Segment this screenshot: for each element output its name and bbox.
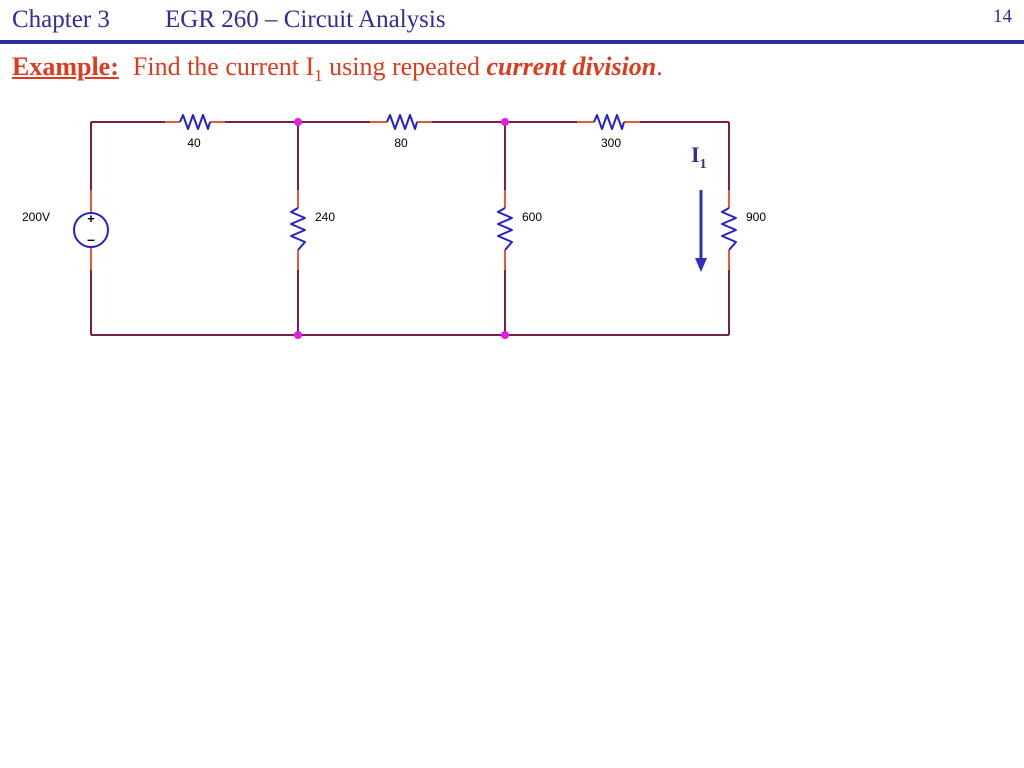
resistor-600 <box>497 207 513 251</box>
current-arrowhead <box>695 258 707 272</box>
course-title: EGR 260 – Circuit Analysis <box>165 6 446 33</box>
resistor-300 <box>593 114 625 130</box>
problem-statement: Example: Find the current I1 using repeat… <box>12 52 663 86</box>
resistor-80 <box>386 114 418 130</box>
resistor-240 <box>290 207 306 251</box>
header-divider <box>0 40 1024 44</box>
resistor-40 <box>179 114 211 130</box>
source-plus: + <box>87 211 95 226</box>
node <box>501 118 509 126</box>
problem-text-end: . <box>656 52 663 81</box>
nodes <box>294 118 509 339</box>
component-leads <box>90 121 730 270</box>
label-200v: 200V <box>22 210 50 224</box>
label-600: 600 <box>522 210 542 224</box>
node <box>294 118 302 126</box>
label-80: 80 <box>394 136 408 150</box>
label-40: 40 <box>187 136 201 150</box>
wires <box>90 121 730 336</box>
problem-emphasis: current division <box>486 52 657 81</box>
source-minus: – <box>87 231 95 247</box>
resistor-900 <box>721 207 737 251</box>
problem-text-middle: using repeated <box>322 52 487 81</box>
example-label: Example: <box>12 52 119 81</box>
page-number: 14 <box>993 6 1012 27</box>
node <box>294 331 302 339</box>
current-label-sub: 1 <box>700 157 707 172</box>
voltage-source <box>73 212 109 248</box>
problem-text: Find the current I <box>132 52 315 81</box>
current-label-main: I <box>691 142 700 167</box>
chapter-title: Chapter 3 <box>12 6 110 33</box>
label-300: 300 <box>601 136 621 150</box>
label-240: 240 <box>315 210 335 224</box>
node <box>501 331 509 339</box>
current-label: I1 <box>691 142 707 172</box>
label-900: 900 <box>746 210 766 224</box>
problem-subscript: 1 <box>314 66 323 86</box>
